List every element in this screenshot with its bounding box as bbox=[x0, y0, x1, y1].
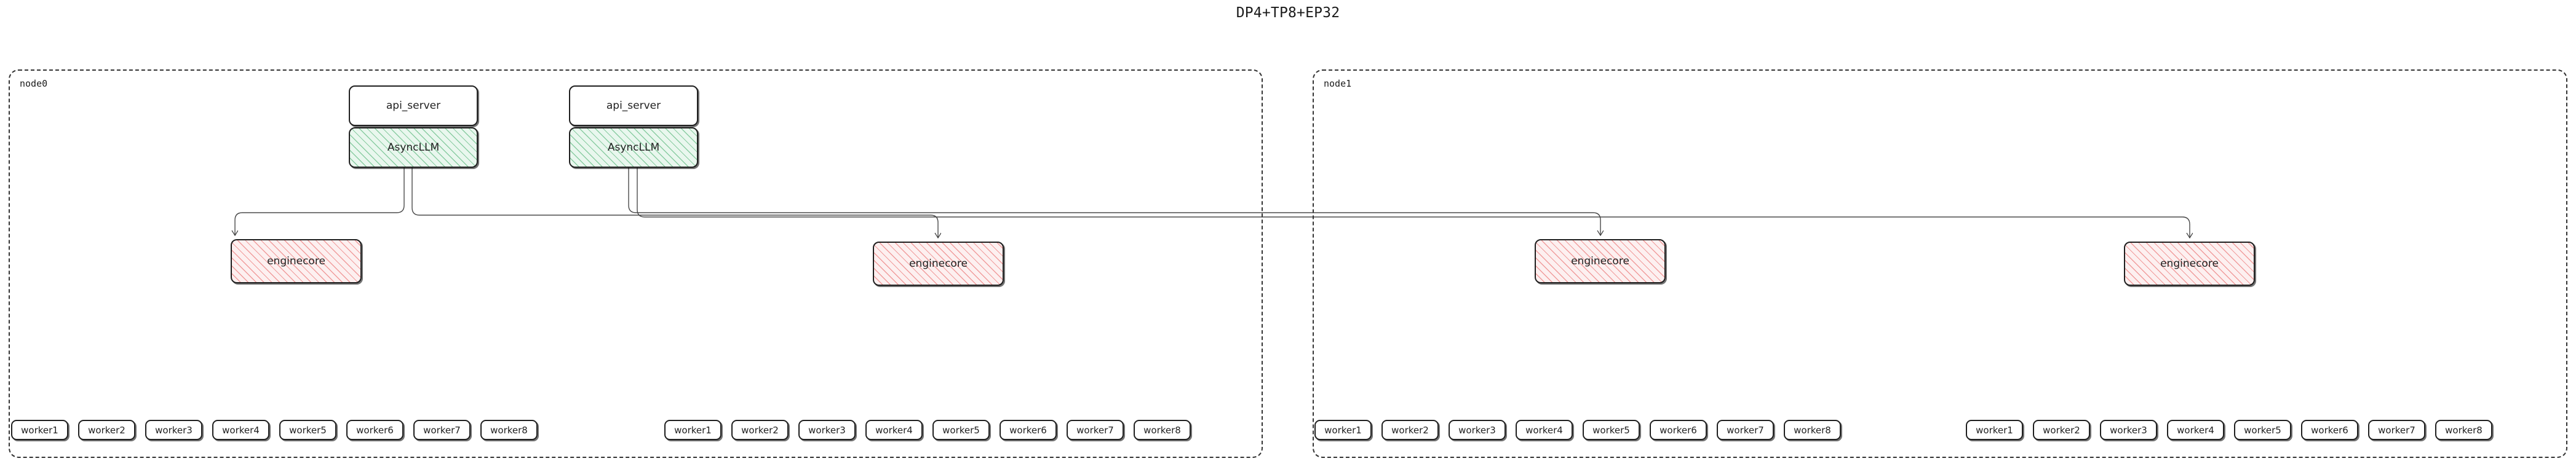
worker-box-label: worker2 bbox=[741, 424, 779, 436]
worker-box-wg0-worker6[interactable]: worker6 bbox=[346, 420, 403, 440]
worker-box-wg1-worker6[interactable]: worker6 bbox=[1000, 420, 1057, 440]
worker-box-label: worker8 bbox=[1794, 424, 1831, 436]
worker-box-wg3-worker5[interactable]: worker5 bbox=[2234, 420, 2291, 440]
node-box-api_server_0[interactable]: api_server bbox=[349, 85, 478, 126]
worker-box-wg1-worker4[interactable]: worker4 bbox=[865, 420, 923, 440]
worker-box-label: worker1 bbox=[1976, 424, 2013, 436]
worker-box-wg0-worker4[interactable]: worker4 bbox=[212, 420, 269, 440]
worker-box-label: worker6 bbox=[2311, 424, 2348, 436]
node-box-label: AsyncLLM bbox=[387, 141, 440, 154]
node-box-enginecore_2[interactable]: enginecore bbox=[1535, 239, 1666, 283]
node-box-api_server_1[interactable]: api_server bbox=[569, 85, 698, 126]
worker-box-wg1-worker8[interactable]: worker8 bbox=[1134, 420, 1191, 440]
node-box-label: enginecore bbox=[267, 255, 325, 267]
worker-box-label: worker7 bbox=[1727, 424, 1764, 436]
worker-box-label: worker7 bbox=[423, 424, 461, 436]
worker-box-wg3-worker1[interactable]: worker1 bbox=[1966, 420, 2023, 440]
worker-box-label: worker3 bbox=[1458, 424, 1496, 436]
worker-box-label: worker3 bbox=[808, 424, 846, 436]
worker-box-label: worker6 bbox=[1660, 424, 1697, 436]
node-cluster-node1 bbox=[1313, 69, 2567, 458]
worker-box-wg3-worker8[interactable]: worker8 bbox=[2435, 420, 2492, 440]
worker-box-wg2-worker7[interactable]: worker7 bbox=[1717, 420, 1774, 440]
node-box-label: api_server bbox=[606, 100, 661, 112]
worker-box-wg2-worker4[interactable]: worker4 bbox=[1516, 420, 1573, 440]
node-box-enginecore_1[interactable]: enginecore bbox=[873, 242, 1004, 286]
worker-box-wg2-worker5[interactable]: worker5 bbox=[1583, 420, 1640, 440]
worker-box-label: worker4 bbox=[222, 424, 260, 436]
worker-box-wg2-worker1[interactable]: worker1 bbox=[1314, 420, 1372, 440]
worker-box-label: worker5 bbox=[1592, 424, 1630, 436]
worker-box-label: worker5 bbox=[942, 424, 980, 436]
node-box-label: enginecore bbox=[2160, 258, 2219, 270]
worker-box-label: worker1 bbox=[1324, 424, 1362, 436]
worker-box-wg3-worker7[interactable]: worker7 bbox=[2368, 420, 2425, 440]
node-cluster-label-node1: node1 bbox=[1324, 78, 1352, 89]
worker-box-wg1-worker3[interactable]: worker3 bbox=[798, 420, 856, 440]
worker-box-wg1-worker7[interactable]: worker7 bbox=[1067, 420, 1124, 440]
worker-box-label: worker8 bbox=[1143, 424, 1181, 436]
worker-box-wg2-worker2[interactable]: worker2 bbox=[1381, 420, 1439, 440]
node-box-label: AsyncLLM bbox=[607, 141, 660, 154]
worker-box-wg0-worker3[interactable]: worker3 bbox=[145, 420, 202, 440]
worker-box-label: worker4 bbox=[2177, 424, 2214, 436]
worker-box-wg0-worker8[interactable]: worker8 bbox=[480, 420, 538, 440]
worker-box-wg3-worker2[interactable]: worker2 bbox=[2033, 420, 2090, 440]
worker-box-label: worker5 bbox=[2244, 424, 2281, 436]
worker-box-wg1-worker5[interactable]: worker5 bbox=[932, 420, 990, 440]
node-box-label: enginecore bbox=[909, 258, 968, 270]
worker-box-label: worker4 bbox=[875, 424, 913, 436]
worker-box-wg1-worker1[interactable]: worker1 bbox=[664, 420, 722, 440]
node-cluster-node0 bbox=[9, 69, 1263, 458]
worker-box-label: worker3 bbox=[155, 424, 193, 436]
worker-box-label: worker7 bbox=[1076, 424, 1114, 436]
node-box-enginecore_3[interactable]: enginecore bbox=[2124, 242, 2255, 286]
worker-box-wg0-worker5[interactable]: worker5 bbox=[279, 420, 336, 440]
worker-box-wg2-worker6[interactable]: worker6 bbox=[1650, 420, 1707, 440]
worker-box-wg2-worker8[interactable]: worker8 bbox=[1784, 420, 1841, 440]
worker-box-wg1-worker2[interactable]: worker2 bbox=[731, 420, 789, 440]
worker-box-label: worker8 bbox=[490, 424, 528, 436]
worker-box-wg0-worker1[interactable]: worker1 bbox=[11, 420, 68, 440]
node-box-asyncllm_1[interactable]: AsyncLLM bbox=[569, 127, 698, 168]
worker-box-wg3-worker4[interactable]: worker4 bbox=[2167, 420, 2224, 440]
worker-box-label: worker6 bbox=[1009, 424, 1047, 436]
worker-box-label: worker2 bbox=[88, 424, 125, 436]
worker-box-label: worker2 bbox=[2043, 424, 2080, 436]
worker-box-label: worker8 bbox=[2445, 424, 2483, 436]
worker-box-label: worker4 bbox=[1525, 424, 1563, 436]
worker-box-label: worker5 bbox=[289, 424, 327, 436]
worker-box-label: worker7 bbox=[2378, 424, 2415, 436]
worker-box-label: worker3 bbox=[2110, 424, 2147, 436]
node-box-asyncllm_0[interactable]: AsyncLLM bbox=[349, 127, 478, 168]
worker-box-wg3-worker3[interactable]: worker3 bbox=[2100, 420, 2157, 440]
worker-box-label: worker1 bbox=[21, 424, 58, 436]
worker-box-wg0-worker7[interactable]: worker7 bbox=[413, 420, 471, 440]
worker-box-wg3-worker6[interactable]: worker6 bbox=[2301, 420, 2358, 440]
worker-box-wg2-worker3[interactable]: worker3 bbox=[1449, 420, 1506, 440]
node-box-label: api_server bbox=[386, 100, 441, 112]
page-title: DP4+TP8+EP32 bbox=[1236, 5, 1340, 21]
worker-box-label: worker1 bbox=[674, 424, 712, 436]
worker-box-label: worker2 bbox=[1391, 424, 1429, 436]
node-box-enginecore_0[interactable]: enginecore bbox=[231, 239, 362, 283]
worker-box-wg0-worker2[interactable]: worker2 bbox=[78, 420, 135, 440]
worker-box-label: worker6 bbox=[356, 424, 394, 436]
node-cluster-label-node0: node0 bbox=[20, 78, 48, 89]
node-box-label: enginecore bbox=[1571, 255, 1629, 267]
